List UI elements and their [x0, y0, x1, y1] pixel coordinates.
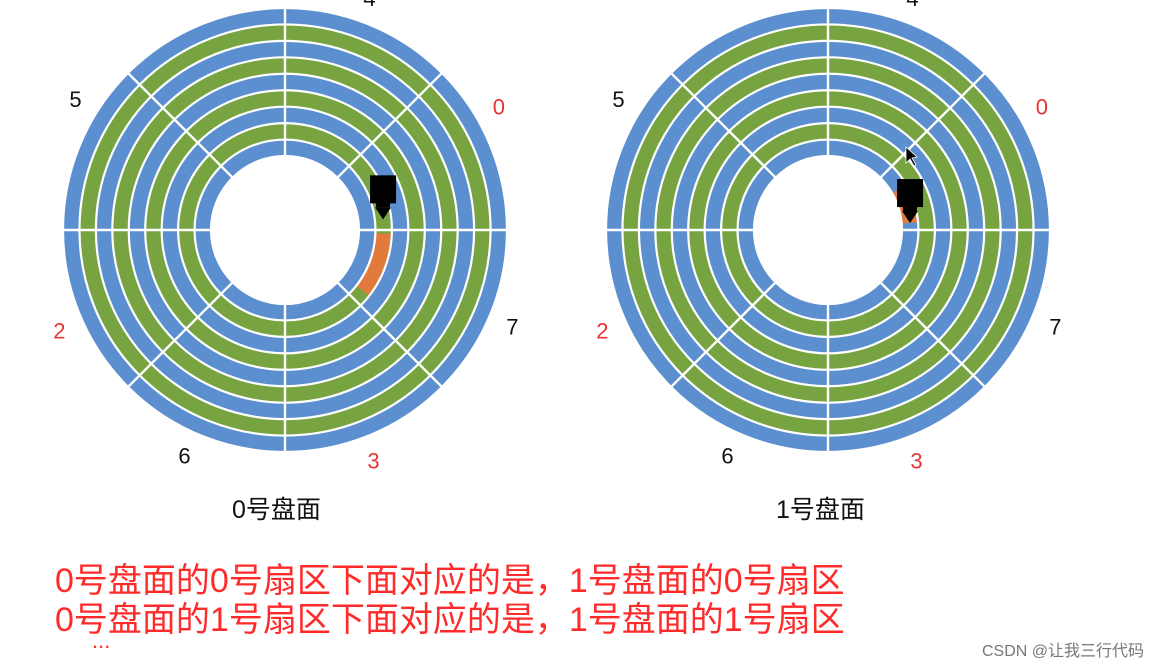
sector-divider [336, 71, 444, 179]
note-ellipsis: ... [92, 628, 111, 653]
sector-label: 5 [612, 87, 624, 112]
sector-label: 3 [910, 449, 922, 474]
sector-label: 5 [69, 87, 81, 112]
platter-0-disk: 14052763 [53, 0, 518, 474]
sector-divider [336, 281, 444, 389]
sector-divider [126, 71, 234, 179]
mouse-cursor-icon [905, 146, 918, 167]
platter-1-caption: 1号盘面 [776, 496, 865, 524]
sector-label: 2 [596, 318, 608, 343]
note-line-1: 0号盘面的0号扇区下面对应的是，1号盘面的0号扇区 [55, 562, 845, 600]
note-line-2: 0号盘面的1号扇区下面对应的是，1号盘面的1号扇区 [55, 601, 845, 639]
read-write-head-icon [897, 179, 924, 224]
sector-label: 0 [1036, 95, 1048, 120]
sector-label: 6 [178, 444, 190, 469]
read-write-head-icon [370, 175, 397, 220]
platter-1-disk: 14052763 [596, 0, 1061, 474]
sector-divider [879, 281, 987, 389]
spindle-hole [211, 156, 359, 304]
spindle-hole [754, 156, 902, 304]
sector-divider [126, 281, 234, 389]
sector-divider [669, 71, 777, 179]
highlighted-sector [357, 233, 391, 296]
sector-label: 4 [906, 0, 918, 11]
platter-0-caption: 0号盘面 [232, 496, 321, 524]
sector-label: 0 [493, 95, 505, 120]
watermark: CSDN @让我三行代码 [981, 643, 1144, 660]
sector-label: 4 [363, 0, 375, 11]
sector-label: 7 [1049, 315, 1061, 340]
sector-label: 3 [367, 449, 379, 474]
sector-divider [879, 71, 987, 179]
sector-label: 7 [506, 315, 518, 340]
sector-label: 6 [721, 444, 733, 469]
sector-divider [669, 281, 777, 389]
sector-label: 2 [53, 318, 65, 343]
